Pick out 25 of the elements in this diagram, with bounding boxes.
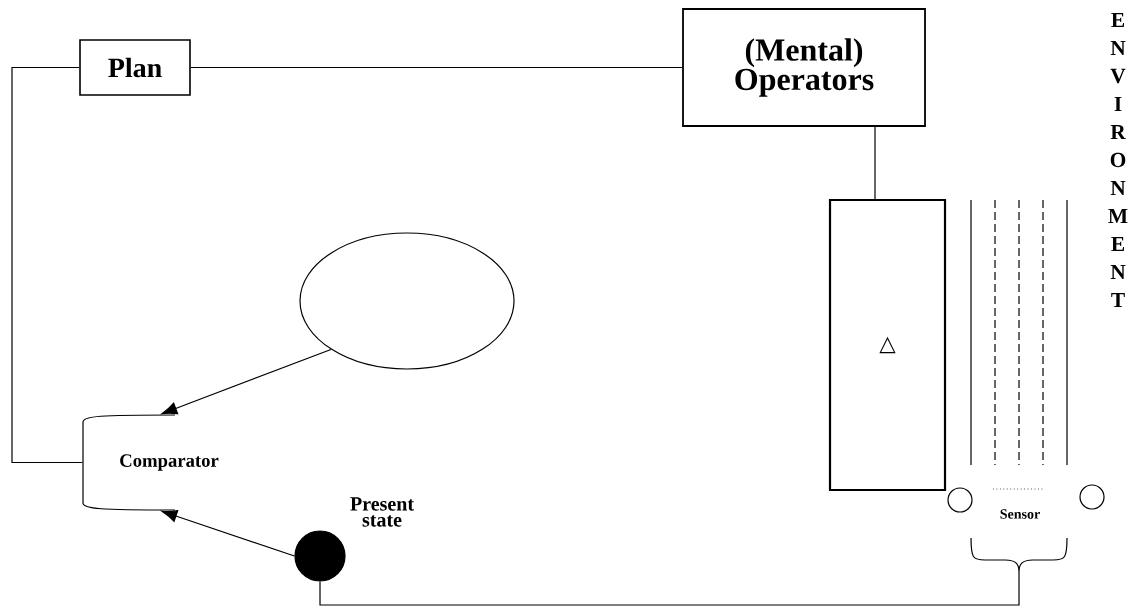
present-state-dot <box>294 530 346 582</box>
connector <box>161 510 295 557</box>
vertical-letter: N <box>1110 41 1126 55</box>
connector <box>874 126 876 200</box>
comparator: Comparator <box>82 414 219 511</box>
connector <box>190 66 683 69</box>
operators-box: (Mental) Operators <box>682 8 926 127</box>
vertical-letter: N <box>1110 181 1126 195</box>
vertical-letter: R <box>1110 125 1126 139</box>
vertical-letter: M <box>1108 209 1128 223</box>
vertical-letter: T <box>1111 293 1125 307</box>
vertical-letter: E <box>1111 13 1125 27</box>
node-caption: Present state <box>350 497 414 527</box>
plan-box: Plan <box>79 39 191 96</box>
tall-box: △ <box>828 198 947 492</box>
sensor-label: Sensor <box>1000 509 1040 519</box>
vertical-letter: V <box>1110 68 1126 84</box>
connector <box>161 348 332 415</box>
vertical-letter: N <box>1110 265 1126 279</box>
ellipse <box>299 232 515 370</box>
connector <box>319 571 1020 606</box>
vertical-letter: E <box>1111 237 1125 251</box>
vertical-letter: I <box>1114 97 1122 111</box>
connector <box>11 66 83 464</box>
vertical-letter: O <box>1110 152 1126 168</box>
